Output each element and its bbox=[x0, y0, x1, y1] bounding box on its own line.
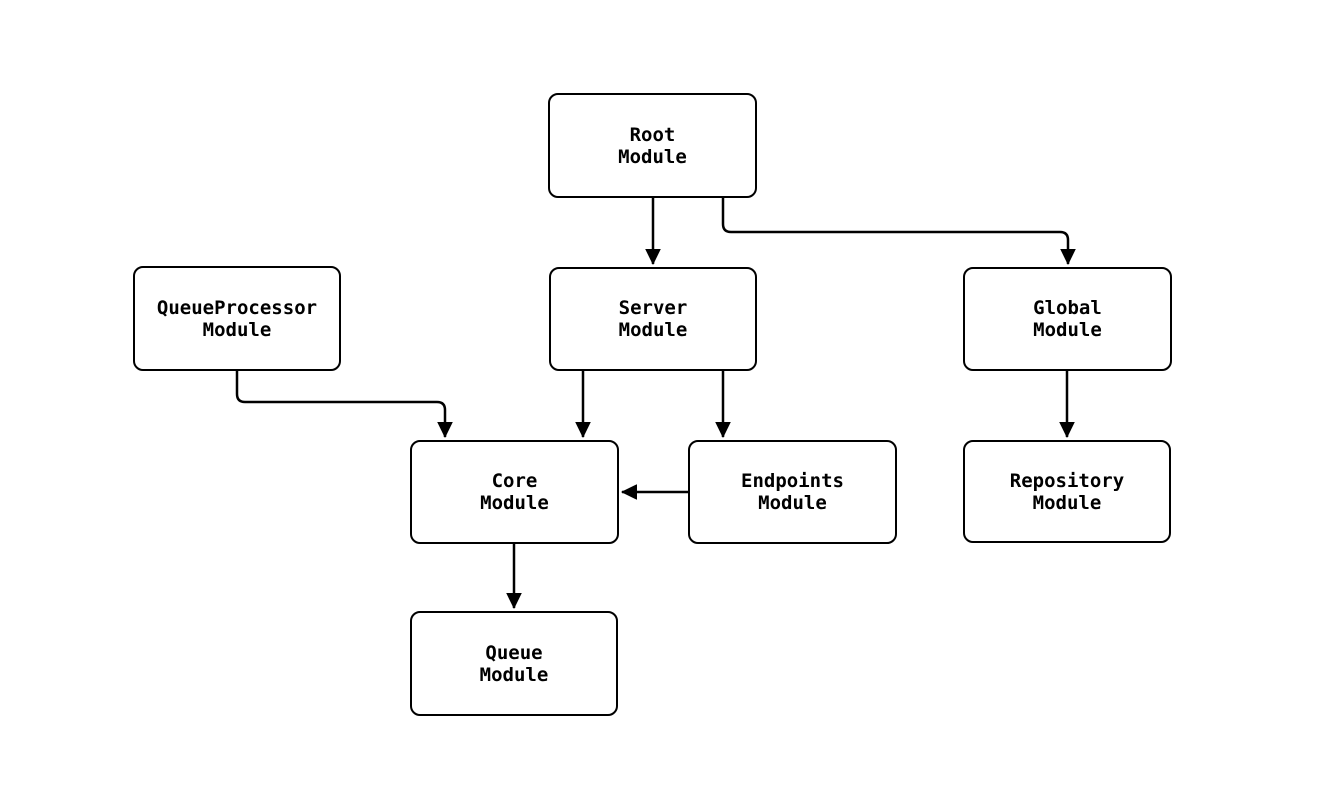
node-endpoints-module: Endpoints Module bbox=[688, 440, 897, 544]
node-repository-module-label: Repository Module bbox=[1009, 469, 1125, 514]
node-root-module: Root Module bbox=[548, 93, 757, 198]
node-endpoints-module-label: Endpoints Module bbox=[741, 470, 844, 514]
node-global-module-label: Global Module bbox=[1033, 297, 1102, 341]
node-core-module: Core Module bbox=[410, 440, 619, 544]
node-queue-module: Queue Module bbox=[410, 611, 618, 716]
node-server-module-label: Server Module bbox=[618, 297, 688, 341]
node-global-module: Global Module bbox=[963, 267, 1172, 371]
node-queueprocessor-module-label: QueueProcessor Module bbox=[156, 296, 318, 341]
node-repository-module: Repository Module bbox=[963, 440, 1171, 543]
node-queue-module-label: Queue Module bbox=[479, 641, 549, 686]
node-root-module-label: Root Module bbox=[618, 123, 687, 168]
node-core-module-label: Core Module bbox=[480, 470, 549, 514]
node-server-module: Server Module bbox=[549, 267, 757, 371]
node-queueprocessor-module: QueueProcessor Module bbox=[133, 266, 341, 371]
edge-queueprocessor-to-core bbox=[235, 371, 453, 439]
edge-root-to-global bbox=[721, 198, 1076, 266]
